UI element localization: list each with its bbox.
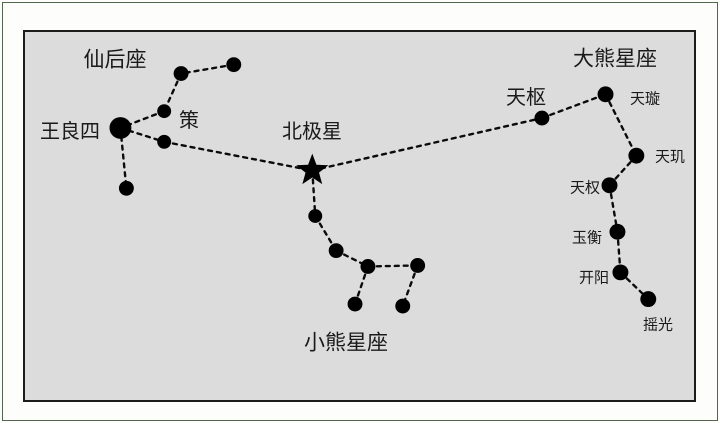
sky-map-panel: 仙后座 大熊星座小熊星座 北极星 王良四 策 天枢 天璇天玑天权玉衡开阳摇光 bbox=[23, 30, 696, 402]
star-marker-umi-bowl-sw bbox=[347, 296, 363, 312]
star-marker-cas-top-right bbox=[226, 57, 242, 73]
sky-map-canvas bbox=[109, 57, 657, 314]
star-marker-uma-alioth bbox=[609, 223, 626, 240]
star-label-phecda: 天玑 bbox=[654, 147, 686, 166]
star-marker-cas-lower bbox=[157, 134, 172, 149]
constellation-line bbox=[119, 126, 166, 143]
star-marker-umi-bowl-nw bbox=[360, 259, 376, 274]
constellation-line bbox=[314, 214, 338, 252]
star-label-caph-alt: 王良四 bbox=[40, 119, 100, 143]
star-marker-uma-alkaid bbox=[640, 291, 657, 308]
star-marker-uma-mizar bbox=[612, 264, 629, 281]
constellation-line bbox=[311, 116, 544, 172]
star-marker-umi-3 bbox=[328, 243, 344, 259]
constellation-line bbox=[179, 63, 235, 75]
star-marker-umi-bowl-se bbox=[395, 298, 411, 314]
star-label-alkaid: 摇光 bbox=[642, 315, 674, 334]
star-label-megrez: 天权 bbox=[569, 178, 601, 197]
constellation-label-ursa-minor: 小熊星座 bbox=[304, 330, 388, 355]
constellation-line bbox=[619, 271, 650, 301]
star-label-merak: 天璇 bbox=[629, 89, 661, 108]
star-marker-cas-upper bbox=[173, 66, 189, 81]
constellation-line bbox=[366, 264, 419, 268]
constellation-line bbox=[162, 72, 183, 113]
star-marker-uma-megrez bbox=[601, 177, 618, 194]
star-label-mizar: 开阳 bbox=[578, 268, 610, 287]
constellation-line bbox=[616, 230, 622, 274]
star-label-alioth: 玉衡 bbox=[571, 228, 603, 247]
star-marker-uma-dubhe bbox=[534, 110, 550, 126]
star-marker-umi-2 bbox=[308, 209, 323, 223]
star-label-polaris: 北极星 bbox=[282, 119, 342, 143]
constellation-label-ursa-major: 大熊星座 bbox=[573, 46, 657, 71]
star-marker-cas-wangliang4 bbox=[109, 117, 132, 139]
star-marker-uma-merak bbox=[597, 86, 614, 103]
star-marker-umi-bowl-ne bbox=[410, 258, 426, 273]
star-marker-cas-caph bbox=[157, 104, 172, 119]
star-marker-uma-phecda bbox=[628, 147, 645, 164]
constellation-line bbox=[311, 169, 317, 218]
star-marker-cas-bottom bbox=[118, 180, 134, 196]
constellation-line bbox=[540, 93, 607, 120]
constellation-line bbox=[162, 140, 314, 172]
constellation-label-cassiopeia: 仙后座 bbox=[83, 47, 147, 72]
star-label-dubhe: 天枢 bbox=[506, 85, 546, 109]
constellation-line bbox=[604, 93, 638, 157]
constellation-line bbox=[353, 265, 370, 306]
star-label-caph: 策 bbox=[179, 108, 199, 132]
star-layer bbox=[109, 57, 657, 314]
star-marker-polaris bbox=[296, 153, 329, 185]
constellation-line bbox=[608, 154, 638, 187]
